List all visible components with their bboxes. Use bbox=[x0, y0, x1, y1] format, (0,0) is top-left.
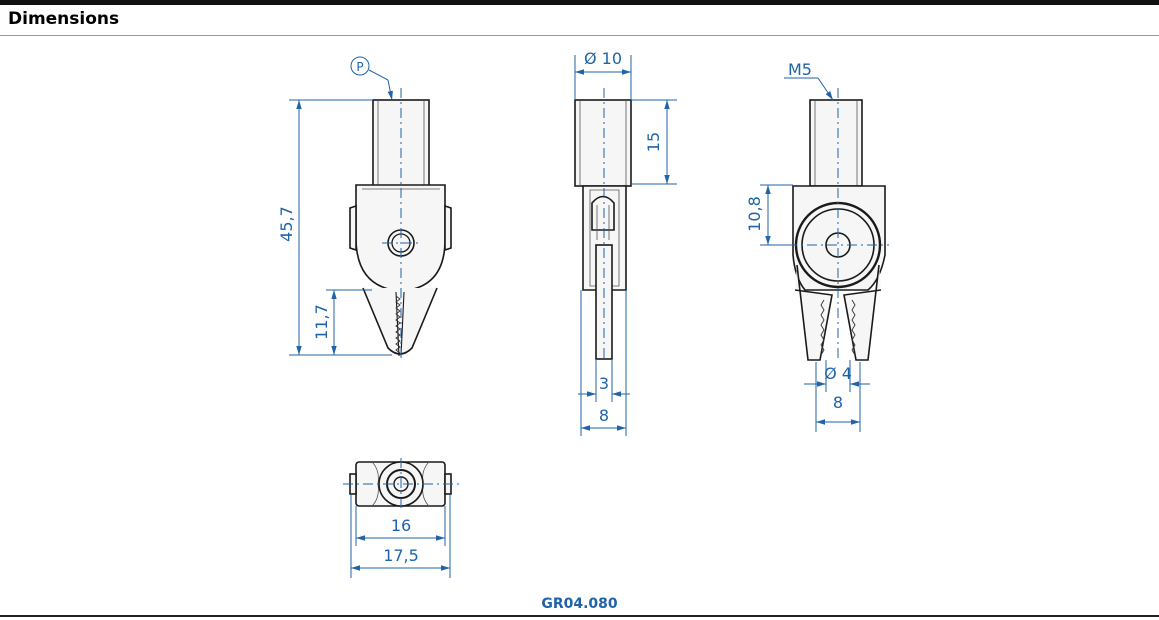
pivot-height-label: 10,8 bbox=[745, 196, 764, 232]
shank-length-label: 15 bbox=[644, 132, 663, 152]
reference-marker bbox=[350, 56, 370, 76]
side-shank-outline bbox=[574, 99, 632, 187]
top-view: 16 17,5 bbox=[343, 458, 459, 578]
bore-diameter-label: Ø 4 bbox=[824, 364, 852, 383]
part-number: GR04.080 bbox=[541, 596, 618, 612]
rear-shank-outline bbox=[809, 99, 863, 187]
side-width-label: 8 bbox=[599, 406, 609, 425]
bottom-divider bbox=[0, 615, 1159, 617]
jaw-length-label: 11,7 bbox=[312, 304, 331, 340]
front-view: P 45,7 11,7 bbox=[277, 56, 452, 362]
top-width-outer-label: 17,5 bbox=[383, 546, 419, 565]
header-bar bbox=[0, 0, 1159, 5]
reference-marker-label: P bbox=[356, 60, 363, 74]
overall-length-label: 45,7 bbox=[277, 206, 296, 242]
rear-view: M5 10,8 Ø 4 8 bbox=[745, 60, 889, 432]
title-divider bbox=[0, 35, 1159, 36]
shank-diameter-label: Ø 10 bbox=[584, 49, 622, 68]
jaw-opening-label: 3 bbox=[599, 374, 609, 393]
top-width-inner-label: 16 bbox=[391, 516, 411, 535]
thread-label: M5 bbox=[788, 60, 812, 79]
side-view: Ø 10 15 3 8 bbox=[574, 49, 677, 436]
section-title: Dimensions bbox=[8, 9, 120, 29]
front-width-label: 8 bbox=[833, 393, 843, 412]
jaw-outline bbox=[362, 287, 438, 355]
